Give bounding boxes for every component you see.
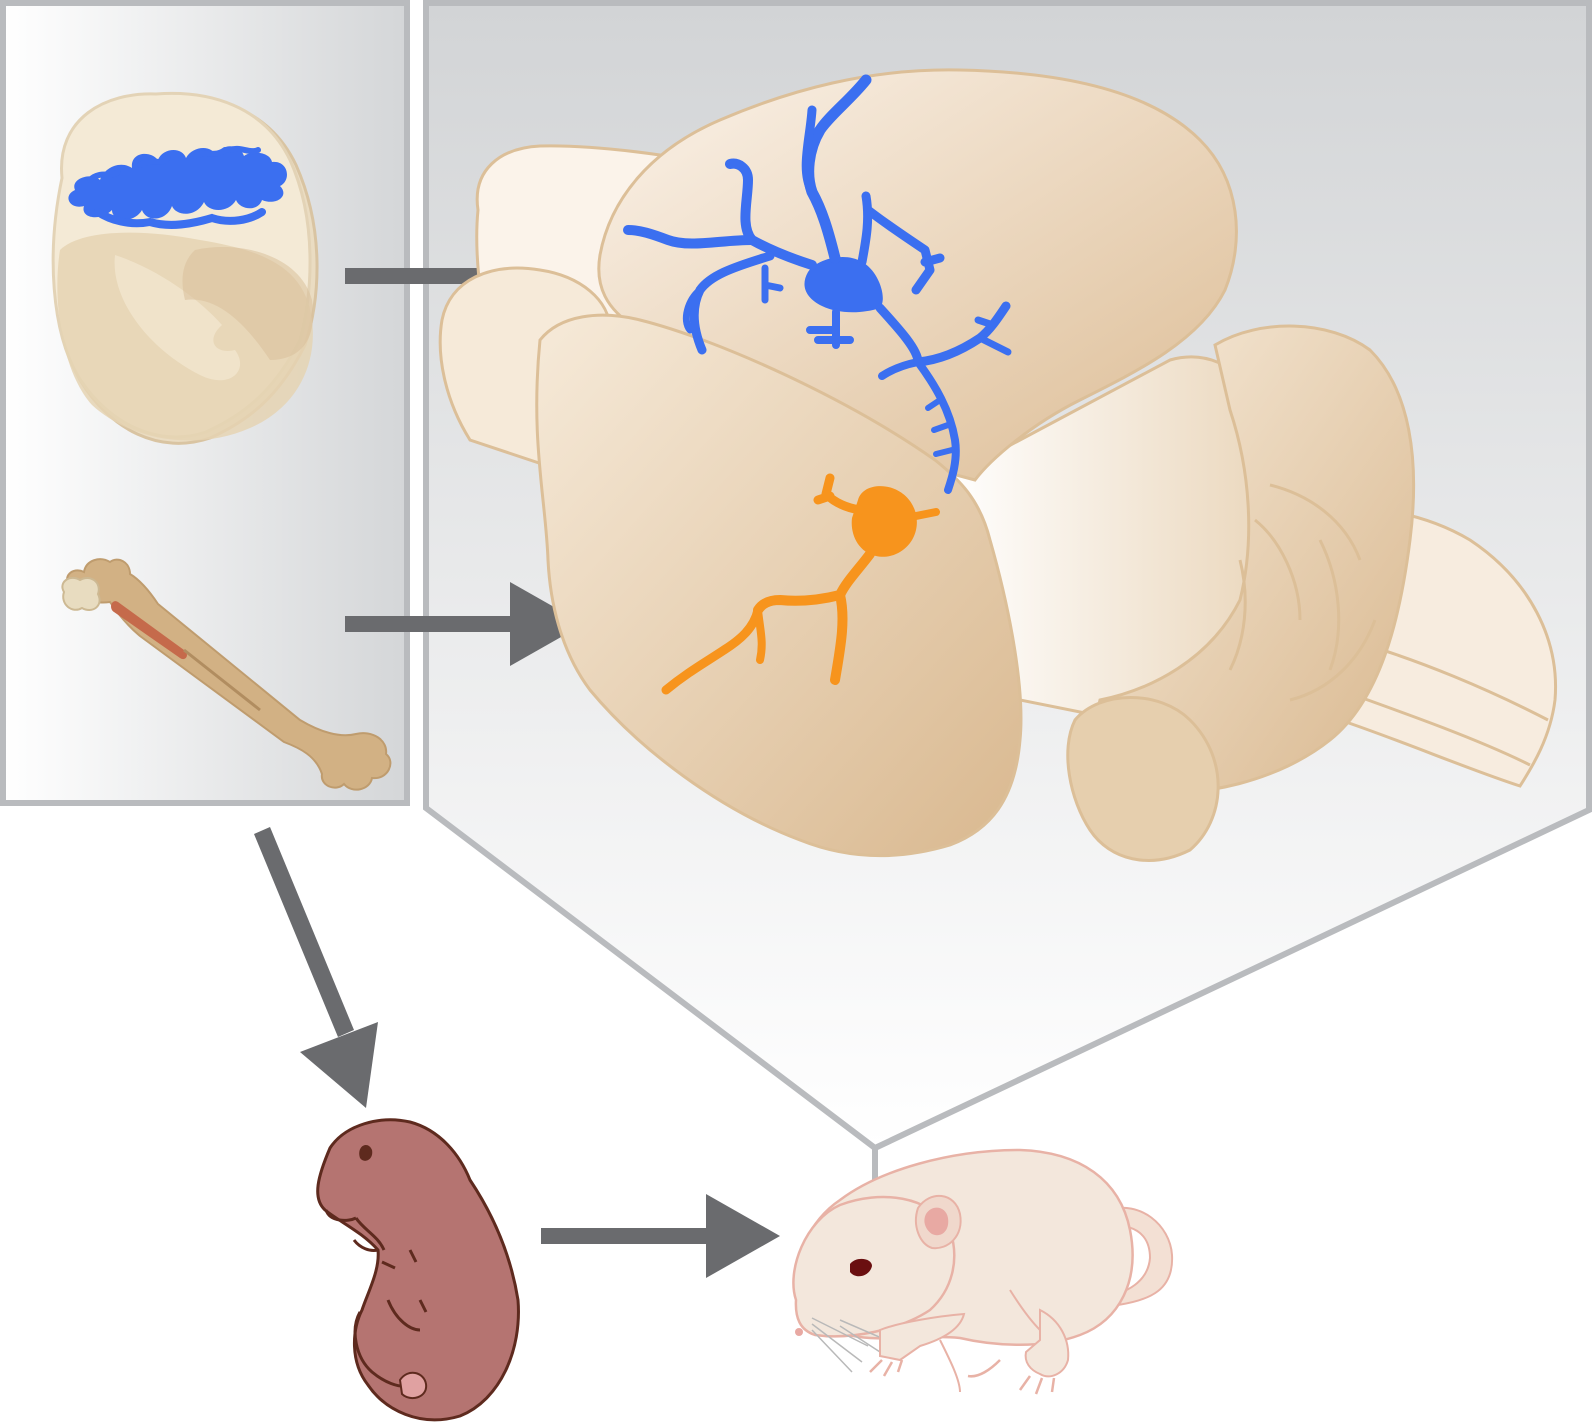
femur-bone-icon bbox=[61, 558, 392, 791]
astrocyte-neuron-icon bbox=[623, 74, 1012, 494]
mouse-brain-icon bbox=[438, 68, 1558, 862]
adult-mouse-icon bbox=[792, 1148, 1174, 1395]
orange-neuron-icon bbox=[661, 473, 940, 695]
mouse-embryo-icon bbox=[316, 1118, 520, 1422]
oocyte-icon bbox=[51, 91, 319, 445]
